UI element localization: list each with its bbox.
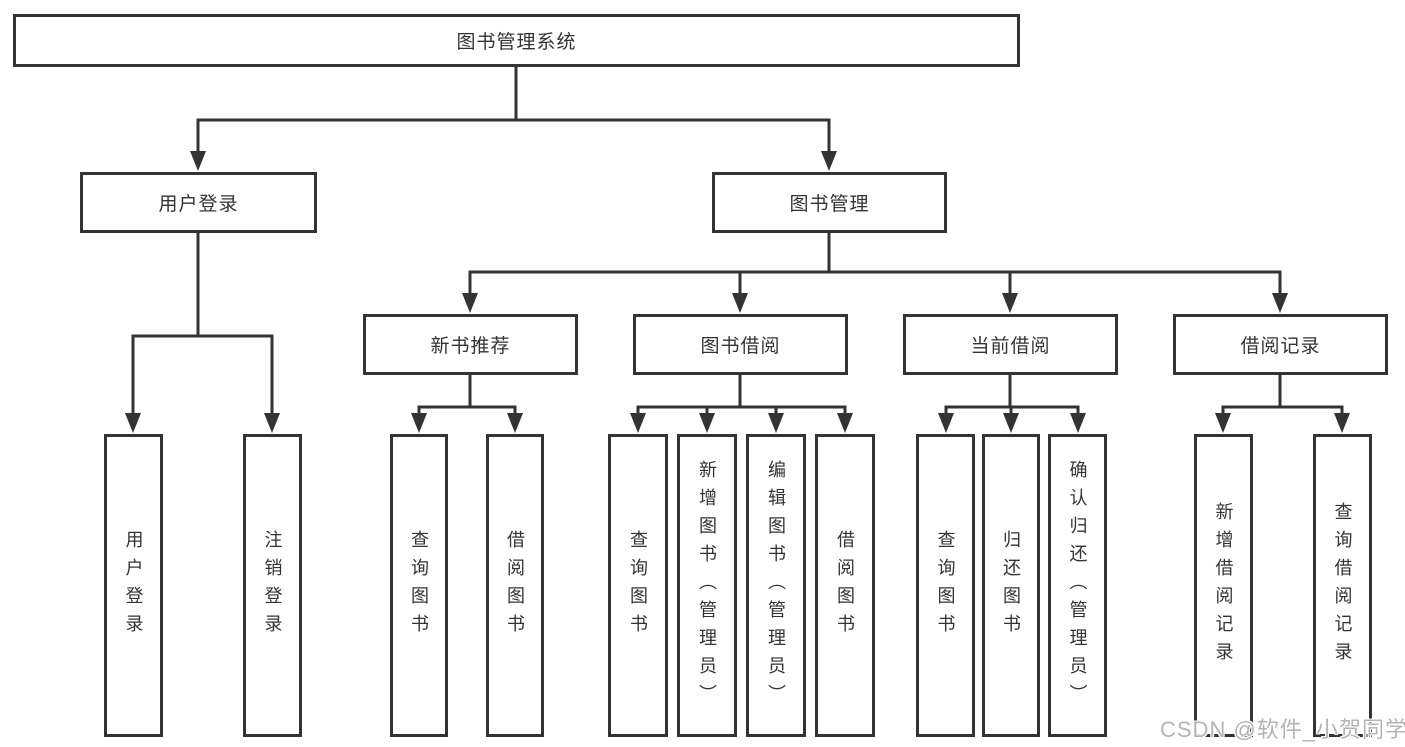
connector-book-management-to-level3 xyxy=(468,233,1282,298)
node-book-management: 图书管理 xyxy=(712,172,947,233)
node-current-borrowing: 当前借阅 xyxy=(903,314,1118,375)
leaf-borrow-books-borrowing: 借阅图书 xyxy=(815,434,875,737)
leaf-add-borrow-record: 新增借阅记录 xyxy=(1194,434,1253,737)
node-borrowing-records: 借阅记录 xyxy=(1173,314,1388,375)
connector-root-to-level2 xyxy=(196,67,831,157)
connector-current-borrowing-to-leaves xyxy=(944,375,1080,419)
arrowhead xyxy=(1003,413,1019,433)
leaf-query-borrow-record: 查询借阅记录 xyxy=(1313,434,1372,737)
arrowhead xyxy=(190,151,206,171)
leaf-logout: 注销登录 xyxy=(243,434,302,737)
leaf-return-books: 归还图书 xyxy=(982,434,1040,737)
connector-book-borrowing-to-leaves xyxy=(636,375,847,419)
arrowhead xyxy=(699,413,715,433)
arrowhead xyxy=(768,413,784,433)
connector-user-login-to-leaves xyxy=(131,233,274,419)
arrowhead xyxy=(125,413,141,433)
arrowhead xyxy=(507,413,523,433)
arrowhead xyxy=(264,413,280,433)
arrowhead xyxy=(821,151,837,171)
arrowhead xyxy=(1272,293,1288,313)
arrowhead xyxy=(1334,413,1350,433)
csdn-watermark: CSDN @软件_小贺同学 xyxy=(1160,717,1405,742)
leaf-query-books-recommend: 查询图书 xyxy=(390,434,448,737)
connector-new-book-recommend-to-leaves xyxy=(417,375,517,419)
leaf-query-books-current: 查询图书 xyxy=(916,434,975,737)
leaf-user-login: 用户登录 xyxy=(104,434,163,737)
arrowhead xyxy=(732,293,748,313)
arrowhead xyxy=(462,293,478,313)
arrowhead xyxy=(630,413,646,433)
arrowhead xyxy=(837,413,853,433)
arrowhead xyxy=(411,413,427,433)
leaf-add-book-admin: 新增图书（管理员） xyxy=(677,434,737,737)
leaf-confirm-return-admin: 确认归还（管理员） xyxy=(1048,434,1107,737)
leaf-query-books-borrowing: 查询图书 xyxy=(608,434,668,737)
arrowhead xyxy=(1215,413,1231,433)
node-new-book-recommend: 新书推荐 xyxy=(363,314,578,375)
node-library-system: 图书管理系统 xyxy=(13,14,1020,67)
leaf-edit-book-admin: 编辑图书（管理员） xyxy=(746,434,806,737)
node-book-borrowing: 图书借阅 xyxy=(633,314,848,375)
arrowhead xyxy=(1070,413,1086,433)
leaf-borrow-books-recommend: 借阅图书 xyxy=(486,434,544,737)
arrowhead xyxy=(938,413,954,433)
connector-borrowing-records-to-leaves xyxy=(1221,375,1344,419)
node-user-login-group: 用户登录 xyxy=(80,172,317,233)
arrowhead xyxy=(1002,293,1018,313)
